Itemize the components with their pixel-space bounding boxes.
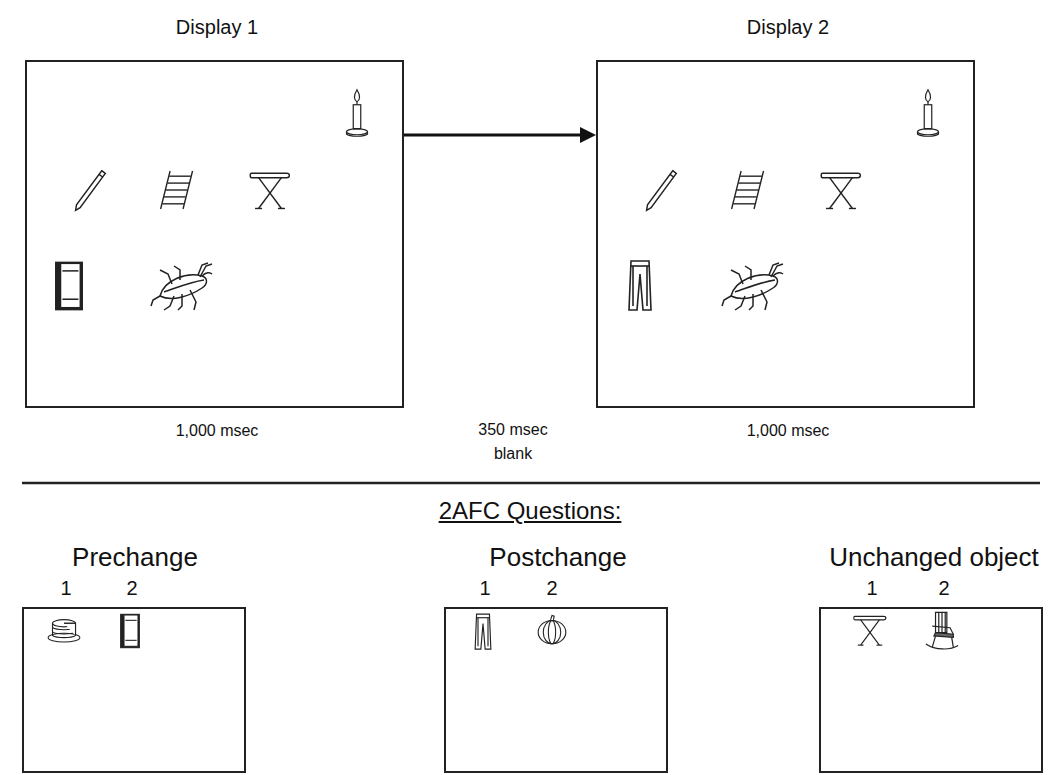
choice-number: 2 bbox=[546, 577, 557, 600]
divider-line bbox=[22, 482, 1040, 485]
beetle-icon bbox=[151, 263, 212, 310]
question-title: Prechange bbox=[72, 543, 198, 573]
display-frame: Display 11,000 msec bbox=[25, 60, 404, 408]
section-heading: 2AFC Questions: bbox=[380, 493, 680, 529]
pants-icon bbox=[629, 261, 651, 310]
choice-number: 1 bbox=[866, 577, 877, 600]
ironing-board-icon bbox=[821, 173, 860, 208]
candle-icon bbox=[347, 90, 368, 137]
display-frame: Display 21,000 msec bbox=[596, 60, 975, 408]
beetle-icon bbox=[722, 263, 783, 310]
rocking-chair-icon bbox=[926, 612, 958, 649]
pencil-icon bbox=[647, 171, 677, 211]
choice-number: 1 bbox=[60, 577, 71, 600]
display-title: Display 2 bbox=[747, 16, 829, 39]
question-title: Postchange bbox=[489, 543, 626, 573]
choice-box: Prechange12 bbox=[22, 607, 246, 773]
choice-box: Unchanged object12 bbox=[819, 607, 1043, 773]
duration-label: 1,000 msec bbox=[747, 422, 830, 440]
candle-icon bbox=[918, 90, 939, 137]
choice-number: 2 bbox=[126, 577, 137, 600]
pencil-icon bbox=[76, 171, 106, 211]
choice-number: 1 bbox=[479, 577, 490, 600]
cake-icon bbox=[48, 620, 80, 642]
ladder-icon bbox=[732, 171, 764, 209]
pants-icon bbox=[475, 614, 491, 649]
ladder-icon bbox=[161, 171, 193, 209]
duration-label: 1,000 msec bbox=[176, 422, 259, 440]
book-icon bbox=[121, 614, 140, 647]
ironing-board-icon bbox=[854, 616, 886, 645]
choice-box: Postchange12 bbox=[444, 607, 668, 773]
question-title: Unchanged object bbox=[829, 543, 1039, 573]
transition-arrow bbox=[404, 127, 596, 143]
choice-number: 2 bbox=[938, 577, 949, 600]
display-title: Display 1 bbox=[176, 16, 258, 39]
book-icon bbox=[56, 262, 82, 309]
pumpkin-icon bbox=[538, 615, 566, 643]
ironing-board-icon bbox=[250, 173, 289, 208]
interval-label: 350 msec blank bbox=[468, 418, 558, 466]
